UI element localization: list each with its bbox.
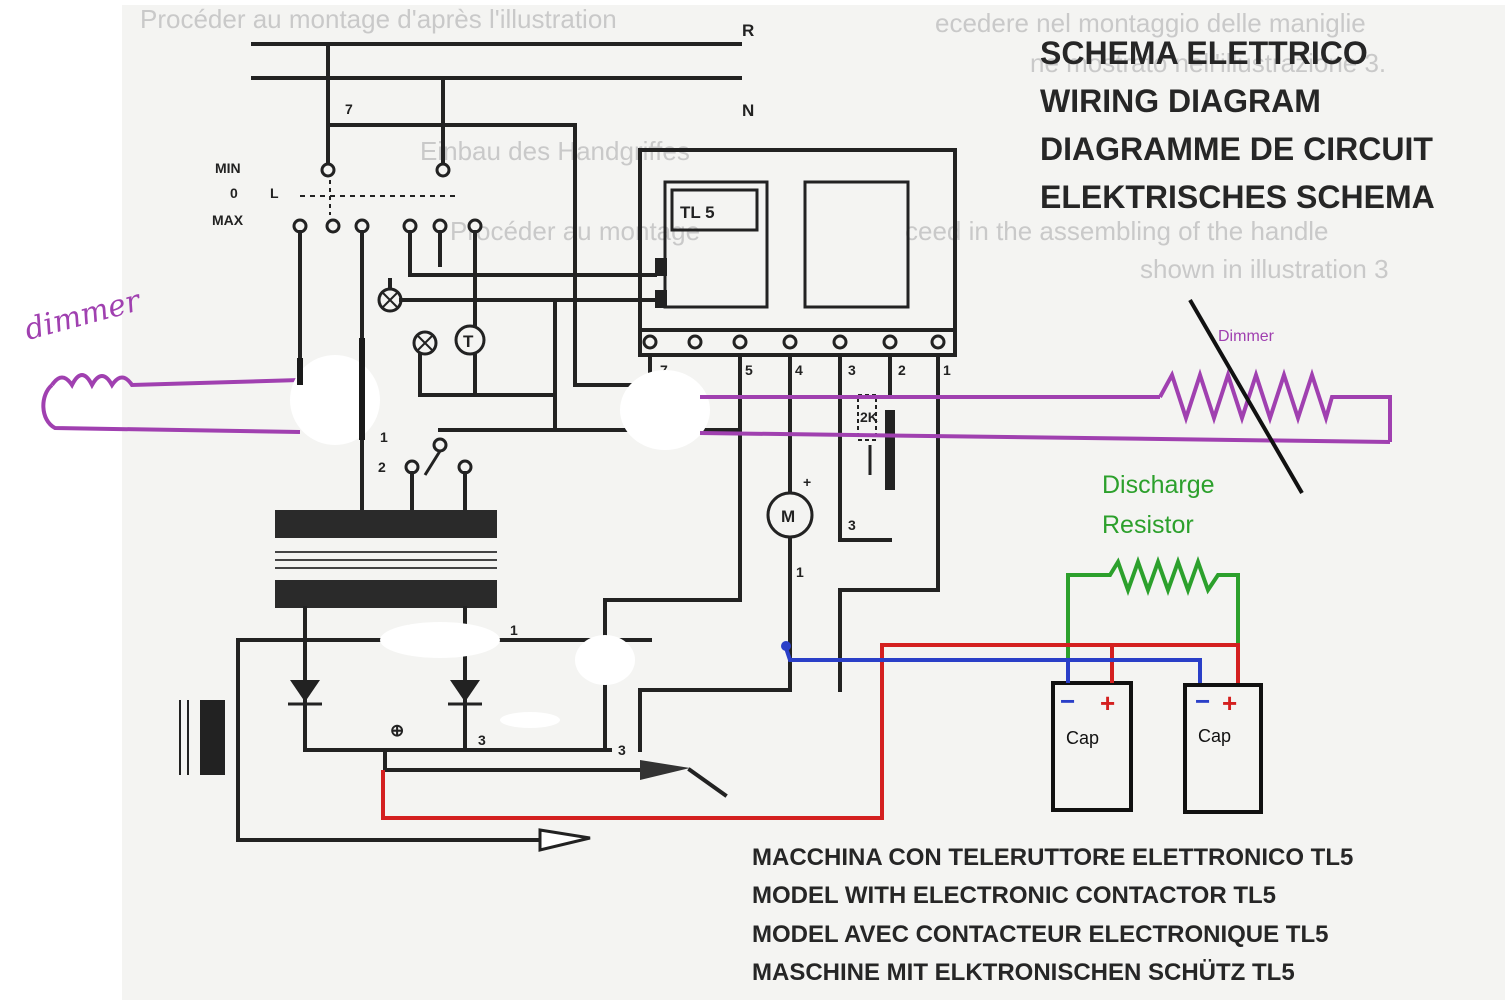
module-label: TL 5 [680,203,715,222]
label-wire-3c: 3 [848,517,856,533]
positive-wire [381,643,1240,820]
discharge-resistor: Discharge Resistor [1066,471,1240,668]
terminal-2: 2 [898,362,906,378]
label-max: MAX [212,212,244,228]
model-line-en: MODEL WITH ELECTRONIC CONTACTOR TL5 [752,882,1276,909]
discharge-label-1: Discharge [1102,471,1215,499]
cap-1-pos: + [1100,688,1115,718]
label-plus: ⊕ [390,721,404,740]
capacitor-1 [1051,681,1133,812]
capacitor-2 [1183,683,1263,814]
ghost-line-7: shown in illustration 3 [1140,254,1389,284]
fan-motor: M + 1 3 [766,474,856,580]
ghost-line-1: ecedere nel montaggio delle maniglie [935,8,1366,38]
discharge-label-2: Resistor [1102,511,1194,539]
label-wire-3b: 3 [618,742,626,758]
label-r: R [742,21,754,40]
model-line-it: MACCHINA CON TELERUTTORE ELETTRONICO TL5 [752,844,1353,871]
title-french: DIAGRAMME DE CIRCUIT [1040,131,1433,167]
title-block: SCHEMA ELETTRICO WIRING DIAGRAM DIAGRAMM… [1040,35,1435,215]
label-motor: M [781,507,795,526]
negative-wire [781,641,1202,683]
cap-1-label: Cap [1066,728,1099,748]
label-thermostat: T [463,332,474,351]
label-n: N [742,101,754,120]
label-sel-2: 2 [378,459,386,475]
cap-2-neg: − [1195,686,1210,716]
capacitors: Cap Cap − + − + [1051,681,1263,814]
bleed-through-text: ecedere nel montaggio delle maniglie ne … [140,4,1389,284]
label-2k: 2K [860,409,878,425]
motor-icon [766,491,814,539]
label-sel-1: 1 [380,429,388,445]
label-wire-1: 1 [510,622,518,638]
ghost-line-2: ne mostrato nell'illustrazione 3. [1030,48,1386,78]
title-italian: SCHEMA ELETTRICO [1040,35,1368,71]
terminal-7: 7 [660,362,668,378]
cap-1-neg: − [1060,686,1075,716]
cap-2-pos: + [1222,688,1237,718]
label-min: MIN [215,160,241,176]
label-0: 0 [230,185,238,201]
transformer [275,510,497,752]
title-german: ELEKTRISCHES SCHEMA [1040,179,1435,215]
paper-background [122,5,1505,1000]
ghost-line-6: ceed in the assembling of the handle [905,216,1329,246]
cap-2-label: Cap [1198,726,1231,746]
label-motor-plus: + [803,474,811,490]
terminal-3: 3 [848,362,856,378]
supply-lines: R N 7 [251,21,754,387]
title-english: WIRING DIAGRAM [1040,83,1321,119]
terminal-5: 5 [745,362,753,378]
whiteout-patches [380,622,635,728]
model-line-fr: MODEL AVEC CONTACTEUR ELECTRONIQUE TL5 [752,921,1328,948]
terminal-1: 1 [943,362,951,378]
model-line-de: MASCHINE MIT ELKTRONISCHEN SCHÜTZ TL5 [752,959,1295,986]
tl5-module: TL 5 7 5 4 3 2 1 [573,148,957,752]
power-selector-switch: MIN 0 L MAX [212,160,657,517]
thermostat-icon [454,324,486,356]
ghost-line-3: Procéder au montage d'après l'illustrati… [140,4,617,34]
terminal-4: 4 [795,362,803,378]
lamps-thermostat: T [377,278,657,432]
label-wire-3: 3 [478,732,486,748]
label-wire-7: 7 [345,101,353,117]
label-wire-1b: 1 [796,564,804,580]
model-caption: MACCHINA CON TELERUTTORE ELETTRONICO TL5… [752,844,1353,986]
label-l: L [270,185,279,201]
choke [179,700,591,852]
dimmer-label: Dimmer [1218,328,1275,345]
